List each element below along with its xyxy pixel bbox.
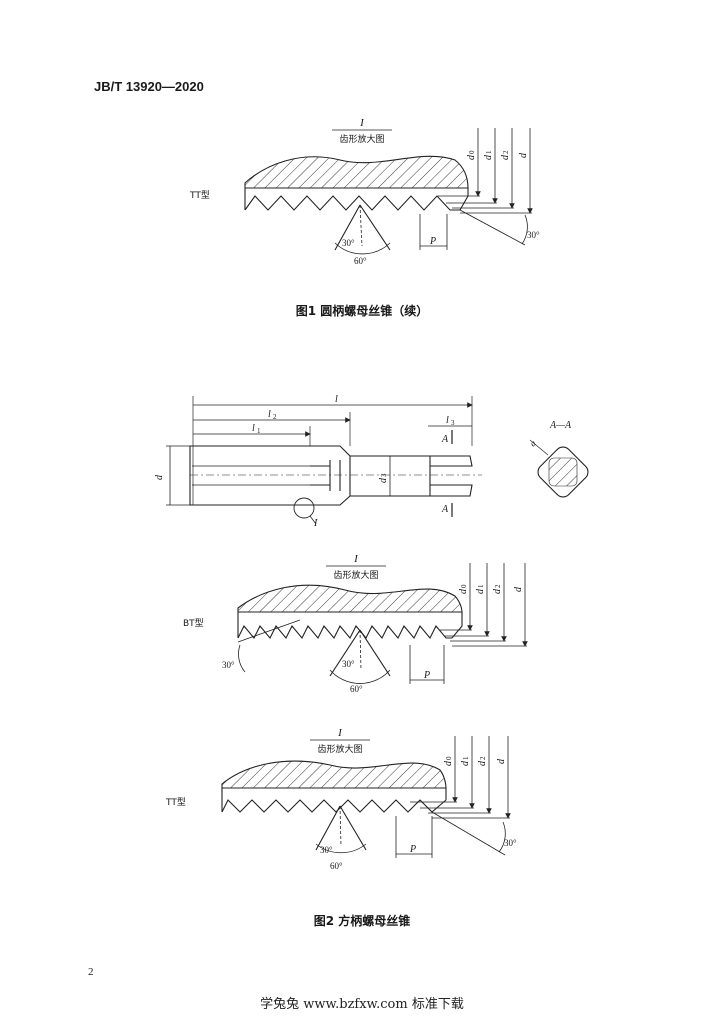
dim-l2-sub: 2 [273,413,277,421]
angle-30-right: 30° [504,838,517,848]
dim-l3: l [446,415,449,426]
angle-60: 60° [330,861,343,871]
standard-number: JB/T 13920—2020 [94,79,204,94]
figure1-labels: TT型 d 0 d 1 d 2 d P 30° 60° 30° [189,150,540,266]
dim-l1: l [252,423,255,434]
dim-d2: d [477,760,488,766]
dim-d0: d [466,154,477,160]
dim-d0-sub: 0 [460,584,468,588]
dim-d2-sub: 2 [479,756,487,760]
dim-l3-sub: 3 [451,419,455,427]
dim-d0: d [458,588,469,594]
angle-30-left: 30° [222,660,235,670]
dim-d: d [154,474,165,480]
dim-d1-sub: 1 [462,756,470,760]
detail-title: 齿形放大图 [333,569,378,581]
dim-l2: l [268,409,271,420]
angle-30-right: 30° [527,230,540,240]
section-title: A—A [549,420,572,431]
angle-60: 60° [354,256,367,266]
dim-d: d [518,152,529,158]
dim-d: d [496,758,507,764]
dim-pitch: P [409,844,416,855]
dim-d2: d [492,588,503,594]
type-label: TT型 [165,797,186,808]
section-marker-top: A [441,434,449,445]
dim-square: a [528,438,538,449]
type-label: BT型 [183,618,204,629]
detail-ref-circle: I [313,518,318,529]
figure2-bt-tooth-profile [237,563,528,684]
figure2-overall-view [166,396,589,525]
dim-pitch: P [423,670,430,681]
angle-60: 60° [350,684,363,694]
angle-30-left: 30° [342,238,355,248]
detail-ref-label: I [337,727,343,739]
dim-d0: d [443,760,454,766]
figure1-tt-tooth-profile: I 齿形放大图 [244,117,533,255]
figure2-overall-labels: l l 2 l 1 l 3 d d 3 A A I A—A a [154,394,572,529]
dim-d0-sub: 0 [445,756,453,760]
dim-pitch: P [429,236,436,247]
dim-d1: d [475,588,486,594]
detail-title: 齿形放大图 [339,133,384,145]
detail-title: 齿形放大图 [317,743,362,755]
dim-d: d [513,586,524,592]
figure2-tt-tooth-profile [221,736,511,858]
figure2-tt-labels: I 齿形放大图 TT型 d 0 d 1 d 2 d P 30° 60° 30° [165,727,517,871]
section-marker-bottom: A [441,504,449,515]
dim-d1-sub: 1 [485,150,493,154]
type-label: TT型 [189,190,210,201]
dim-d3: d [378,477,389,483]
angle-30: 30° [320,845,333,855]
figure1-caption: 图1 圆柄螺母丝锥（续） [295,304,429,318]
dim-d1-sub: 1 [477,584,485,588]
dim-l1-sub: 1 [257,427,261,435]
figure2-bt-labels: I 齿形放大图 BT型 d 0 d 1 d 2 d P 30° 30° 60° [183,553,524,694]
detail-ref-label: I [359,117,365,129]
dim-d3-sub: 3 [380,473,388,477]
watermark-footer: 学兔兔 www.bzfxw.com 标准下载 [260,997,464,1012]
dim-l: l [335,394,338,405]
dim-d1: d [460,760,471,766]
dim-d0-sub: 0 [468,150,476,154]
figure2-caption: 图2 方柄螺母丝锥 [313,914,411,928]
dim-d2-sub: 2 [494,584,502,588]
angle-30: 30° [342,659,355,669]
page-number: 2 [88,966,94,978]
dim-d2-sub: 2 [502,150,510,154]
dim-d1: d [483,154,494,160]
dim-d2: d [500,154,511,160]
detail-ref-label: I [353,553,359,565]
